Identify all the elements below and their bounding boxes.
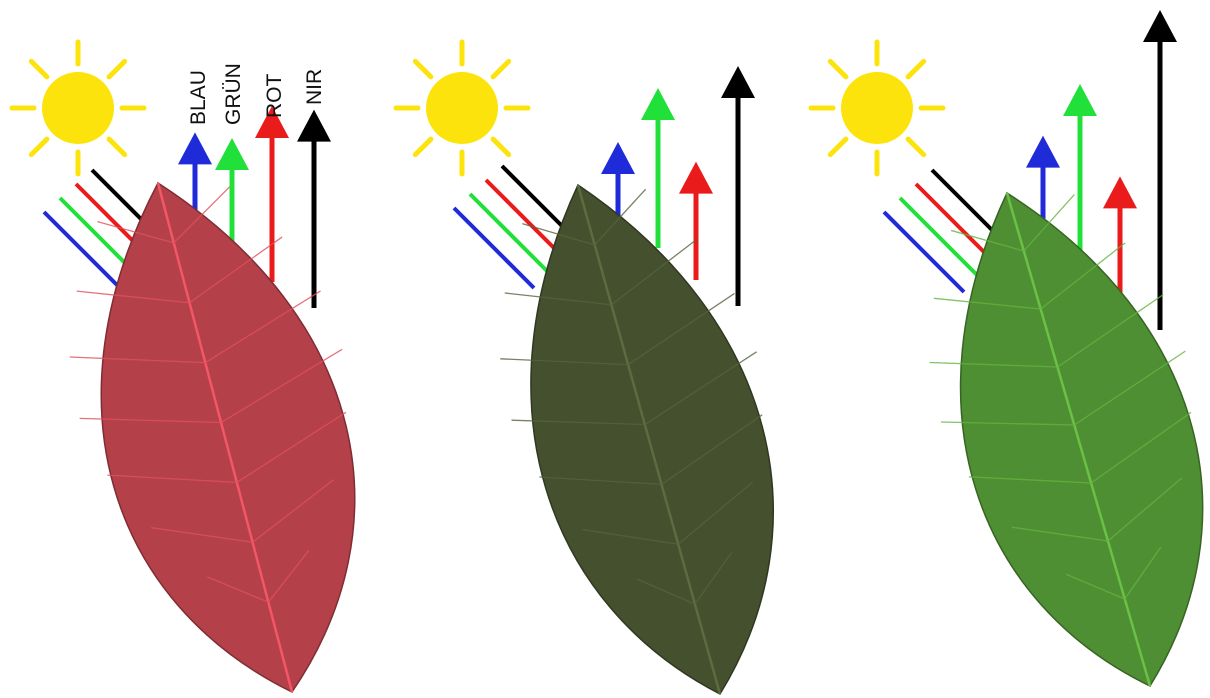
leaf-blade <box>961 193 1203 686</box>
dark-green-leaf <box>500 185 773 694</box>
sun-ray <box>415 139 431 155</box>
sun-ray <box>109 61 125 77</box>
arrow-head <box>679 162 713 194</box>
sun-disc <box>841 72 913 144</box>
panel-1 <box>12 42 355 692</box>
band-labels: BLAU GRÜN ROT NIR <box>187 63 326 125</box>
arrow-grün <box>1063 84 1097 260</box>
sun-ray <box>31 61 47 77</box>
arrow-head <box>1103 176 1137 208</box>
arrow-nir <box>1143 10 1177 330</box>
sun-ray <box>109 139 125 155</box>
arrow-head <box>641 88 675 120</box>
arrow-grün <box>641 88 675 248</box>
sun-ray <box>415 61 431 77</box>
arrow-head <box>215 138 249 170</box>
leaf-blade <box>101 183 354 692</box>
sun-icon <box>12 42 144 174</box>
sun-ray <box>31 139 47 155</box>
arrow-rot <box>255 106 289 282</box>
panel-3 <box>811 10 1203 686</box>
sun-icon <box>811 42 943 174</box>
sun-disc <box>42 72 114 144</box>
sun-icon <box>396 42 528 174</box>
arrow-head <box>297 110 331 142</box>
arrow-head <box>1063 84 1097 116</box>
band-label-nir: NIR <box>303 69 326 105</box>
sun-disc <box>426 72 498 144</box>
arrow-head <box>1143 10 1177 42</box>
arrow-head <box>1026 136 1060 168</box>
band-label-gruen: GRÜN <box>222 63 245 125</box>
band-label-rot: ROT <box>263 74 286 119</box>
sun-ray <box>493 139 509 155</box>
panel-2 <box>396 42 773 694</box>
arrow-nir <box>721 66 755 306</box>
arrow-head <box>601 142 635 174</box>
arrow-rot <box>679 162 713 280</box>
arrow-nir <box>297 110 331 308</box>
arrow-head <box>178 132 212 164</box>
arrow-head <box>721 66 755 98</box>
sun-ray <box>908 139 924 155</box>
sun-ray <box>493 61 509 77</box>
sun-ray <box>830 139 846 155</box>
sun-ray <box>830 61 846 77</box>
sun-ray <box>908 61 924 77</box>
band-label-blau: BLAU <box>187 70 210 125</box>
